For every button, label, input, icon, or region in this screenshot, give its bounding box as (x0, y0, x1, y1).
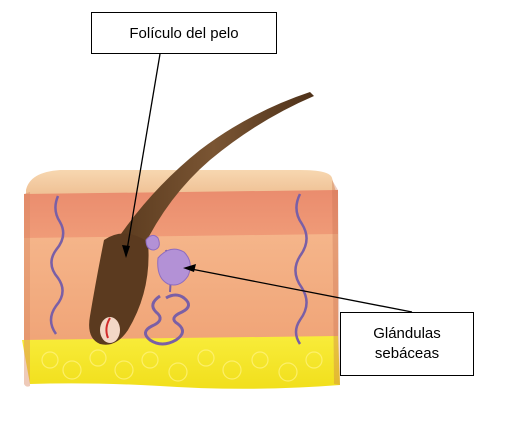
hair-bulb (100, 317, 120, 343)
hair-follicle-label-text: Folículo del pelo (129, 25, 238, 42)
sebaceous-gland-small (146, 235, 159, 250)
hair-follicle-label: Folículo del pelo (91, 12, 277, 54)
sebaceous-glands-label: Glándulas sebáceas (340, 312, 474, 376)
sebaceous-label-line2: sebáceas (375, 344, 439, 364)
epidermis-layer (24, 190, 338, 240)
block-left-edge (24, 192, 30, 387)
sebaceous-label-line1: Glándulas (373, 324, 441, 344)
sebaceous-gland (158, 249, 191, 285)
